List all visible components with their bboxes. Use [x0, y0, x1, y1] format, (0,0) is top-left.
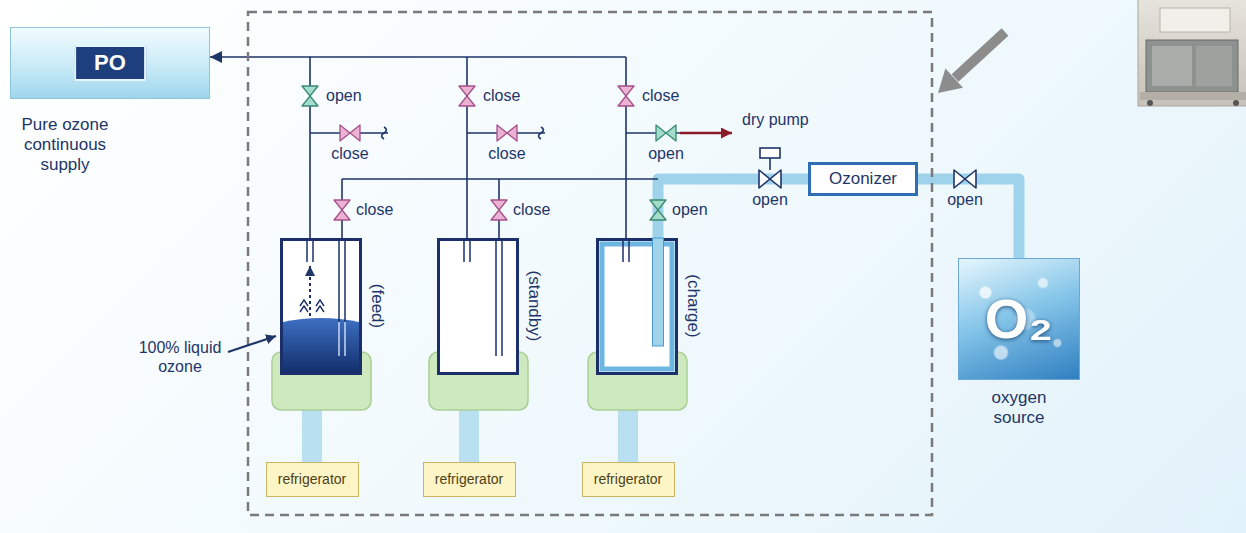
liquid-ozone	[283, 318, 359, 372]
outlet-tube	[628, 241, 630, 262]
refrigerator-box: refrigerator	[423, 462, 516, 497]
vessel-state: (charge)	[683, 274, 703, 337]
control-valve	[759, 170, 781, 188]
outlet-tube	[463, 241, 465, 262]
valve-state: open	[326, 87, 362, 105]
vessel-wall	[282, 240, 361, 374]
unit-wheel	[1233, 100, 1239, 106]
valve-closed	[497, 125, 517, 141]
outlet-tube	[306, 241, 308, 262]
valve-state: open	[672, 201, 708, 219]
unit-panel	[1196, 46, 1232, 86]
vapour-mark	[316, 300, 324, 312]
vessel-state: (feed)	[367, 284, 387, 328]
refrigerator-box: refrigerator	[266, 462, 359, 497]
inlet-tube	[344, 241, 346, 322]
valve-closed	[334, 200, 350, 220]
outlet-tube	[622, 241, 624, 262]
ozone-pipe	[658, 179, 808, 238]
callout-text: 100% liquid ozone	[135, 338, 225, 376]
valve-state: open	[947, 191, 983, 209]
pump-arrow	[680, 132, 732, 135]
refrigerator-label: refrigerator	[435, 463, 503, 495]
inlet-tube	[501, 322, 503, 356]
piping	[310, 57, 680, 238]
unit-panel	[1152, 46, 1192, 86]
valve-closed	[491, 200, 507, 220]
valve-state: close	[642, 87, 679, 105]
valve-closed	[340, 125, 360, 141]
vessel-drawing	[596, 238, 678, 375]
inlet-tube	[495, 322, 497, 356]
refrigerator-box: refrigerator	[582, 462, 675, 497]
ozone-vessel: (standby)	[437, 238, 549, 375]
supply-valve	[954, 170, 976, 188]
valve-open	[302, 86, 318, 106]
pipe-break	[539, 127, 544, 139]
valve-state: close	[513, 201, 550, 219]
pipe-break	[382, 127, 387, 139]
valve-state: open	[752, 191, 788, 209]
vessel-drawing	[280, 238, 362, 375]
system-boundary	[248, 12, 932, 515]
ozonizer-box: Ozonizer	[808, 162, 918, 196]
unit-cabinet	[1138, 0, 1246, 106]
vessel-wall	[598, 240, 677, 374]
oxygen-source: O₂ oxygen source	[958, 258, 1080, 428]
vapour-mark	[300, 300, 308, 312]
valve-state: close	[331, 145, 368, 163]
refrigerator-label: refrigerator	[594, 463, 662, 495]
valve-state: close	[488, 145, 525, 163]
vessel-state: (standby)	[524, 271, 544, 342]
valve-state: open	[648, 145, 684, 163]
vessel-wall	[439, 240, 518, 374]
unit-frame	[1146, 40, 1238, 92]
inlet-tube	[501, 241, 503, 322]
callout-leader	[228, 336, 276, 352]
pointer-shaft	[955, 32, 1005, 78]
valve-open	[650, 200, 666, 220]
supply-panel: PO	[10, 27, 210, 99]
refrigerator-label: refrigerator	[278, 463, 346, 495]
inlet-header	[342, 178, 658, 180]
supply-point: PO Pure ozone continuous supply	[10, 27, 210, 175]
ozone-vessel: (charge)	[596, 238, 708, 375]
inlet-tube	[338, 322, 340, 356]
oxygen-formula: O₂	[985, 289, 1053, 349]
unit-wheel	[1147, 100, 1153, 106]
valve-state: close	[483, 87, 520, 105]
supply-caption: Pure ozone continuous supply	[10, 115, 120, 175]
oxygen-panel: O₂	[958, 258, 1080, 380]
valve-actuator	[760, 148, 780, 158]
outlet-tube	[312, 241, 314, 262]
supply-line	[210, 57, 310, 238]
source-caption: oxygen source	[979, 388, 1059, 428]
vapour-flow	[309, 266, 311, 316]
inlet-tube	[338, 241, 340, 322]
inlet-tube	[344, 322, 346, 356]
supply-mark: PO	[74, 45, 146, 81]
ozone-vessel: (feed)	[280, 238, 392, 375]
header-pipe	[310, 56, 626, 58]
outlet-pipe	[625, 57, 627, 238]
pump-label: dry pump	[742, 111, 809, 129]
outlet-tube	[469, 241, 471, 262]
unit-base	[1140, 92, 1246, 100]
valve-actuator-stem	[769, 158, 771, 170]
ozone-unit-photo	[1138, 0, 1246, 106]
valve-open	[656, 125, 676, 141]
unit-door	[1160, 8, 1230, 32]
valve-closed	[459, 86, 475, 106]
inlet-tube	[653, 238, 664, 346]
valve-state: close	[356, 201, 393, 219]
pointer-head	[938, 69, 963, 94]
vessel-drawing	[437, 238, 519, 375]
valves	[302, 86, 976, 220]
valve-closed	[618, 86, 634, 106]
outlet-pipe	[466, 57, 468, 238]
ozonizer-label: Ozonizer	[829, 165, 897, 193]
pointer-arrow	[938, 32, 1005, 93]
inlet-tube	[495, 241, 497, 322]
